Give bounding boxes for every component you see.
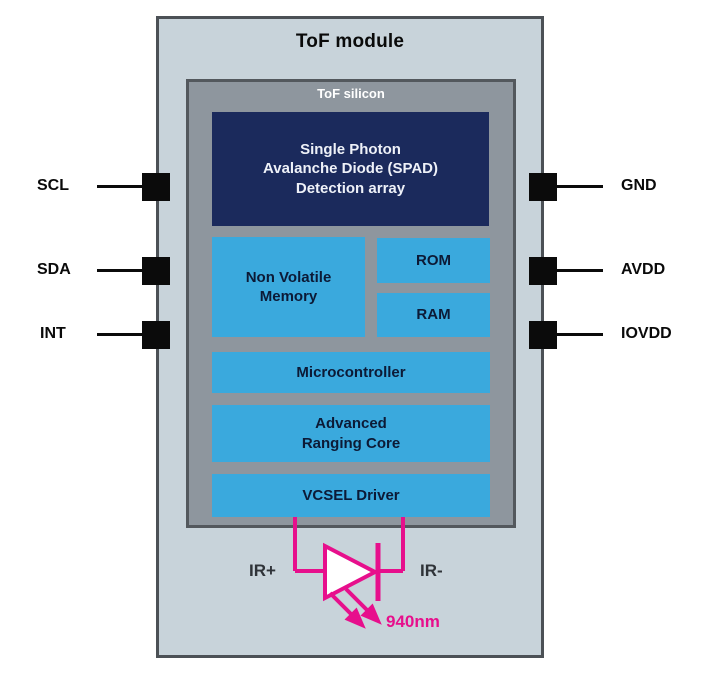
pin-label-scl: SCL	[37, 177, 69, 194]
pin-pad-sda	[142, 257, 170, 285]
vcsel-driver-label: VCSEL Driver	[302, 486, 400, 504]
pin-pad-avdd	[529, 257, 557, 285]
spad-array-block: Single Photon Avalanche Diode (SPAD) Det…	[212, 112, 489, 226]
pin-pad-scl	[142, 173, 170, 201]
microcontroller-block: Microcontroller	[212, 352, 490, 393]
pin-wire-sda	[97, 269, 143, 272]
spad-array-label: Single Photon Avalanche Diode (SPAD) Det…	[262, 141, 439, 197]
pin-label-gnd: GND	[621, 177, 657, 194]
ram-label: RAM	[416, 306, 451, 324]
wavelength-label: 940nm	[386, 612, 440, 631]
pin-pad-gnd	[529, 173, 557, 201]
non-volatile-memory-label: Non Volatile Memory	[245, 268, 332, 305]
microcontroller-label: Microcontroller	[296, 363, 406, 381]
pin-label-int: INT	[40, 325, 66, 342]
pin-label-avdd: AVDD	[621, 261, 666, 278]
advanced-ranging-core-label: Advanced Ranging Core	[301, 415, 401, 452]
pin-pad-int	[142, 321, 170, 349]
pin-label-sda: SDA	[37, 261, 71, 278]
ir-plus-label: IR+	[249, 561, 276, 580]
pin-label-iovdd: IOVDD	[621, 325, 672, 342]
ram-block: RAM	[377, 293, 490, 337]
pin-wire-avdd	[557, 269, 603, 272]
pin-wire-int	[97, 333, 143, 336]
pin-wire-iovdd	[557, 333, 603, 336]
rom-block: ROM	[377, 238, 490, 283]
non-volatile-memory-block: Non Volatile Memory	[212, 237, 365, 337]
pin-wire-scl	[97, 185, 143, 188]
silicon-title: ToF silicon	[317, 86, 385, 101]
module-title: ToF module	[295, 31, 405, 52]
ir-minus-label: IR-	[420, 561, 443, 580]
pin-pad-iovdd	[529, 321, 557, 349]
pin-wire-gnd	[557, 185, 603, 188]
rom-label: ROM	[416, 251, 451, 269]
advanced-ranging-core-block: Advanced Ranging Core	[212, 405, 490, 462]
vcsel-driver-block: VCSEL Driver	[212, 474, 490, 517]
